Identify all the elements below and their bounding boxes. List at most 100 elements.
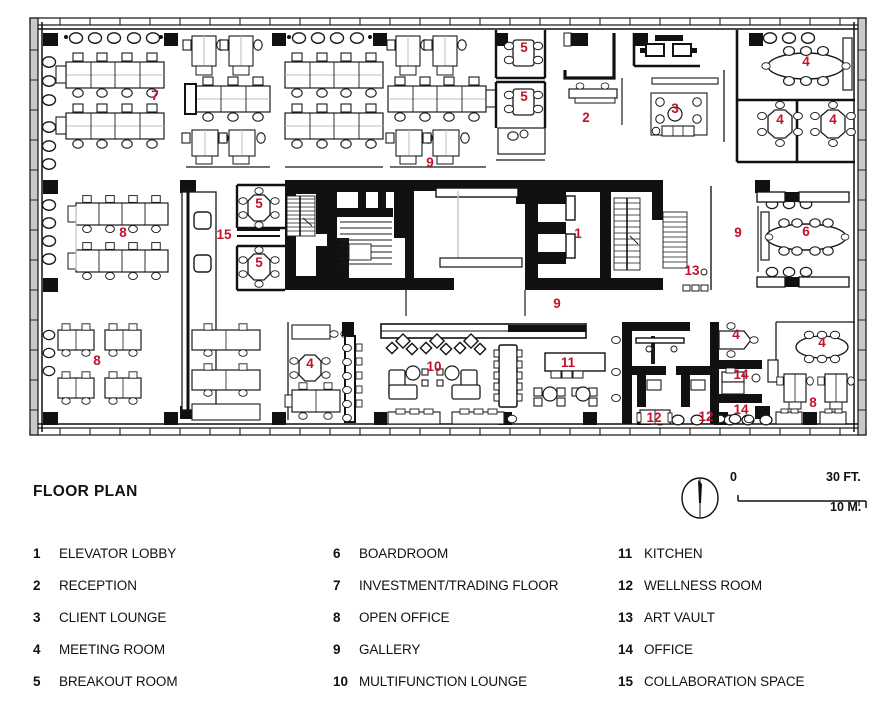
room-number-marker: 4 [818,335,826,350]
legend-item: 2 RECEPTION [33,569,333,601]
room-number-marker: 4 [802,54,810,69]
legend-item: 14 OFFICE [618,633,863,665]
open-office-southeast [767,321,855,425]
art-vault [682,186,712,292]
reception-area [563,32,623,125]
room-number-marker: 12 [646,410,661,425]
room-number-marker: 15 [216,227,232,242]
room-number-marker: 4 [732,327,740,342]
legend-item-label: CLIENT LOUNGE [59,609,167,625]
room-number-marker: 8 [93,353,101,368]
room-number-marker: 5 [520,40,528,55]
scale-meters-label: 10 M. [830,500,862,514]
legend-item-number: 13 [618,609,634,625]
perimeter-seating [41,32,816,426]
room-number-marker: 14 [733,367,749,382]
legend-item: 13 ART VAULT [618,601,863,633]
legend-item-label: OFFICE [644,641,693,657]
legend-item-label: ART VAULT [644,609,715,625]
room-number-marker: 4 [829,112,837,127]
room-number-marker: 11 [561,355,576,370]
scale-feet-label: 30 FT. [826,470,861,484]
room-number-marker: 3 [671,101,679,116]
legend-item-number: 6 [333,545,341,561]
multifunction-lounge [380,323,587,425]
legend-item-label: GALLERY [359,641,421,657]
room-number-marker: 7 [151,88,159,103]
breakout-rooms-north [494,30,547,161]
gallery-corridor-lines [405,290,526,316]
boardroom [756,191,850,288]
room-number-marker: 1 [574,226,582,241]
desks-south-central [191,323,261,421]
room-number-marker: 5 [520,89,528,104]
room-number-marker: 14 [733,402,749,417]
legend-item-label: OPEN OFFICE [359,609,450,625]
open-office-southwest [57,323,142,405]
legend-item-number: 3 [33,609,41,625]
meeting-room-south-central [284,322,363,423]
kitchen [533,352,606,407]
legend-item-number: 2 [33,577,41,593]
legend-item-number: 14 [618,641,634,657]
legend-item: 3 CLIENT LOUNGE [33,601,333,633]
scale-and-north: 0 30 FT. 10 M. [678,470,878,530]
trading-floor-desks [55,35,497,168]
client-lounge [632,33,725,142]
legend-item: 9 GALLERY [333,633,618,665]
scale-zero-label: 0 [730,470,737,484]
legend-item-number: 4 [33,641,41,657]
legend-item-number: 12 [618,577,634,593]
legend-item-number: 9 [333,641,341,657]
legend-item: 8 OPEN OFFICE [333,601,618,633]
room-number-marker: 8 [119,225,127,240]
breakout-rooms-central [235,183,285,292]
building-core [285,180,688,290]
perimeter-curtain-wall [29,17,867,436]
legend-item-label: BREAKOUT ROOM [59,673,178,689]
scale-bar-icon [737,495,867,508]
legend-item: 12 WELLNESS ROOM [618,569,863,601]
room-number-marker: 10 [426,359,441,374]
page-title: FLOOR PLAN [33,483,138,500]
legend-item-label: ELEVATOR LOBBY [59,545,177,561]
legend-item: 7 INVESTMENT/TRADING FLOOR [333,569,618,601]
legend-item: 11 KITCHEN [618,537,863,569]
legend-item-number: 1 [33,545,41,561]
room-number-marker: 9 [553,296,561,311]
legend-item: 6 BOARDROOM [333,537,618,569]
legend-item-label: COLLABORATION SPACE [644,673,805,689]
legend-item-label: WELLNESS ROOM [644,577,762,593]
legend-item-number: 15 [618,673,634,689]
legend-item-label: MULTIFUNCTION LOUNGE [359,673,528,689]
legend-item-number: 8 [333,609,341,625]
legend-item-label: RECEPTION [59,577,137,593]
room-number-marker: 12 [698,409,713,424]
open-office-west [67,195,169,281]
legend-item-label: KITCHEN [644,545,703,561]
room-number-marker: 5 [255,255,263,270]
wellness-and-offices [622,322,762,425]
room-number-marker: 13 [684,263,700,278]
meeting-rooms-north [735,30,856,164]
legend-item: 5 BREAKOUT ROOM [33,665,333,697]
room-number-marker: 9 [426,155,434,170]
legend-item-label: INVESTMENT/TRADING FLOOR [359,577,559,593]
north-arrow-icon [681,477,719,519]
legend-item: 1 ELEVATOR LOBBY [33,537,333,569]
legend-item: 4 MEETING ROOM [33,633,333,665]
legend-item-label: MEETING ROOM [59,641,166,657]
legend-item-number: 11 [618,545,633,561]
room-number-marker: 4 [776,112,784,127]
room-number-marker: 4 [306,356,314,371]
legend-item-label: BOARDROOM [359,545,449,561]
legend-list: 1 ELEVATOR LOBBY 6 BOARDROOM 11 KITCHEN 2 RECEP… [33,537,863,697]
room-number-marker: 9 [734,225,742,240]
legend-item-number: 7 [333,577,341,593]
legend-item-number: 5 [33,673,41,689]
